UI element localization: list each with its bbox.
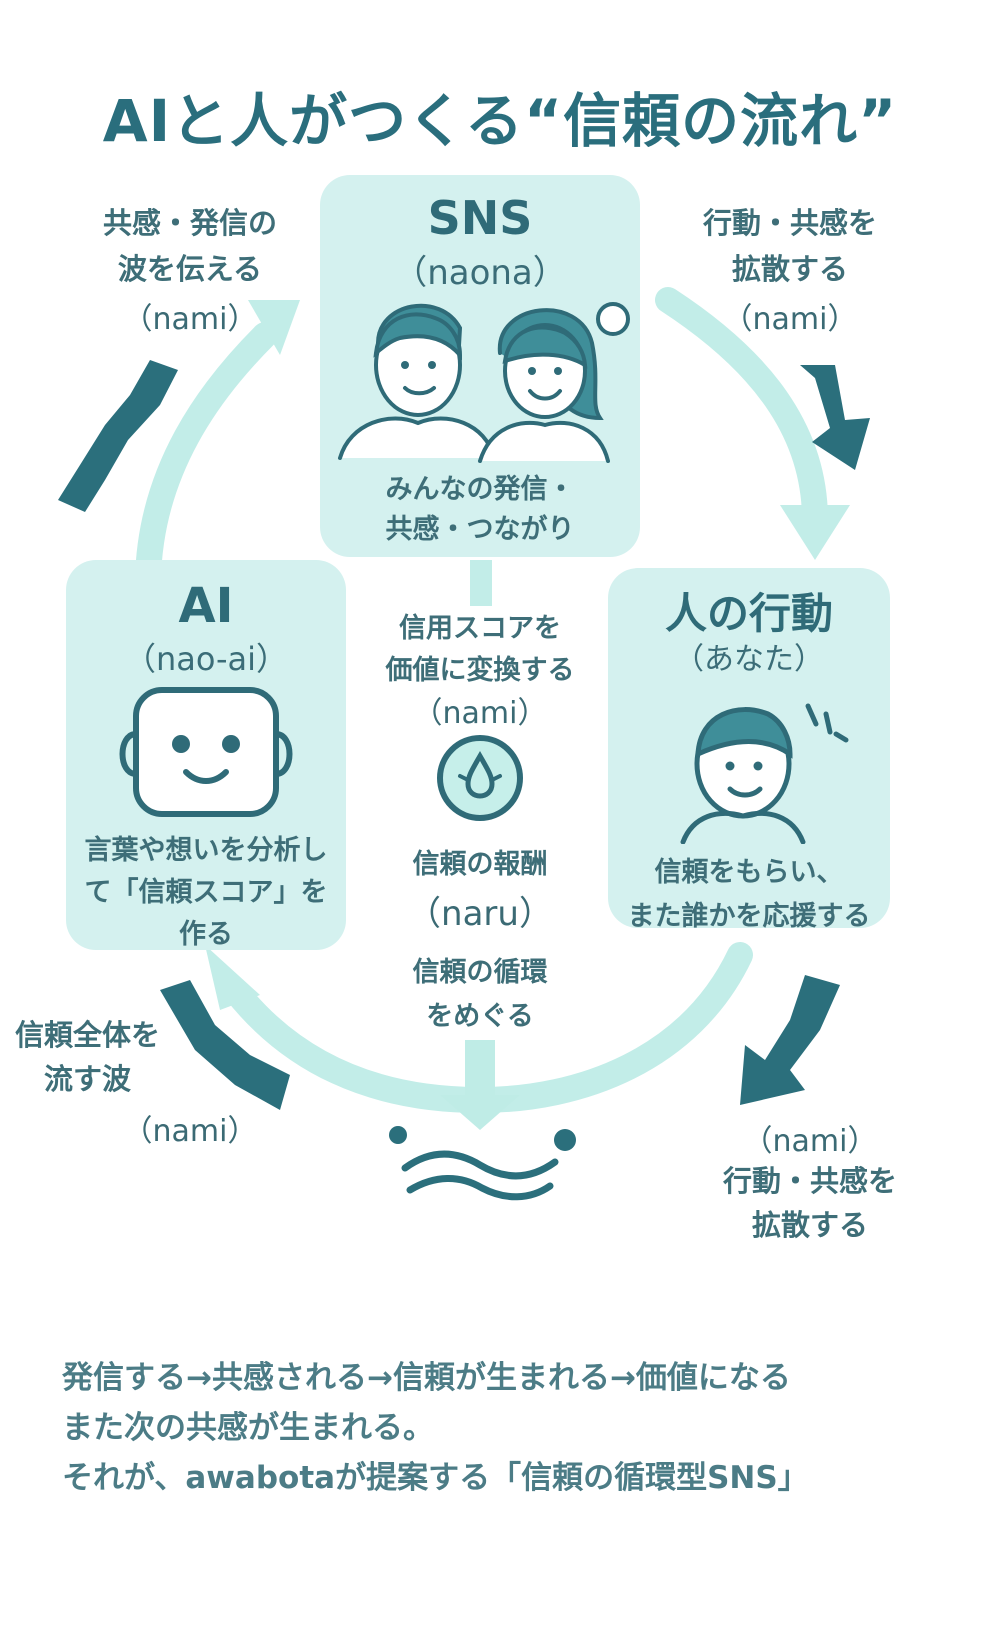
footer-line1: 発信する→共感される→信頼が生まれる→価値になる bbox=[62, 1360, 791, 1396]
waves-icon bbox=[389, 1126, 576, 1201]
top-left-nami: （nami） bbox=[122, 302, 258, 337]
bottom-right-nami: （nami） bbox=[742, 1124, 878, 1159]
sns-card: SNS （naona） みんなの発信・ 共感・つながり bbox=[320, 175, 640, 557]
ai-card-subtitle: （nao-ai） bbox=[123, 640, 289, 678]
ai-desc-line3: 作る bbox=[179, 919, 233, 950]
wave-arrow-bottom-right bbox=[740, 975, 840, 1105]
bottom-left-line1: 信頼全体を bbox=[14, 1018, 160, 1052]
ai-desc-line2: て「信頼スコア」を bbox=[84, 877, 328, 908]
center-cycle-line1: 信頼の循環 bbox=[412, 957, 548, 988]
wave-arrow-top-left bbox=[58, 360, 178, 512]
wave-arrow-bottom-left bbox=[160, 980, 290, 1110]
bottom-right-line1: 行動・共感を bbox=[722, 1164, 897, 1198]
top-right-line2: 拡散する bbox=[731, 252, 848, 286]
footer-line2: また次の共感が生まれる。 bbox=[62, 1410, 434, 1446]
ring-arrowhead-top-left bbox=[248, 300, 300, 355]
sns-desc-line1: みんなの発信・ bbox=[385, 474, 575, 505]
center-reward: 信頼の報酬 bbox=[412, 849, 548, 880]
bottom-right-line2: 拡散する bbox=[751, 1208, 868, 1242]
ring-right-segment bbox=[655, 287, 828, 533]
top-left-line2: 波を伝える bbox=[117, 252, 263, 286]
sns-card-subtitle: （naona） bbox=[393, 253, 567, 293]
human-desc-line1: 信頼をもらい、 bbox=[654, 857, 844, 888]
center-convert-nami: （nami） bbox=[412, 696, 548, 731]
ring-arrowhead-left bbox=[205, 945, 260, 1010]
center-reward-naru: （naru） bbox=[407, 894, 553, 934]
drop-coin-icon bbox=[437, 735, 523, 821]
center-convert-line2: 価値に変換する bbox=[385, 655, 575, 686]
ring-left-segment bbox=[135, 322, 278, 593]
sns-desc-line2: 共感・つながり bbox=[385, 514, 575, 545]
people-icon bbox=[338, 302, 630, 463]
center-connector bbox=[470, 560, 492, 606]
human-card: 人の行動 （あなた） 信頼をもらい、 また誰かを応援する bbox=[608, 568, 890, 932]
bottom-left-line2: 流す波 bbox=[43, 1062, 131, 1096]
person-icon bbox=[680, 703, 849, 844]
wave-arrow-top-right bbox=[800, 365, 870, 470]
center-cycle-line2: をめぐる bbox=[426, 1001, 534, 1032]
center-down-arrow-head bbox=[440, 1095, 520, 1130]
ai-desc-line1: 言葉や想いを分析し bbox=[84, 835, 328, 866]
sns-card-title: SNS bbox=[427, 191, 533, 245]
human-card-subtitle: （あなた） bbox=[674, 642, 824, 677]
robot-icon bbox=[119, 687, 293, 817]
ai-card: AI （nao-ai） 言葉や想いを分析し て「信頼スコア」を 作る bbox=[66, 560, 346, 950]
ai-card-title: AI bbox=[178, 578, 234, 634]
footer-line3: それが、awabotaが提案する「信頼の循環型SNS」 bbox=[62, 1460, 809, 1496]
human-card-title: 人の行動 bbox=[664, 589, 833, 638]
top-right-line1: 行動・共感を bbox=[702, 206, 877, 240]
page-title: AIと人がつくる“信頼の流れ” bbox=[102, 87, 898, 155]
center-down-arrow-stem bbox=[465, 1040, 495, 1100]
top-left-line1: 共感・発信の bbox=[102, 206, 277, 240]
ring-arrowhead-right bbox=[780, 505, 850, 560]
top-right-nami: （nami） bbox=[722, 302, 858, 337]
center-convert-line1: 信用スコアを bbox=[399, 613, 561, 644]
bottom-left-nami: （nami） bbox=[122, 1114, 258, 1149]
human-desc-line2: また誰かを応援する bbox=[627, 901, 871, 932]
